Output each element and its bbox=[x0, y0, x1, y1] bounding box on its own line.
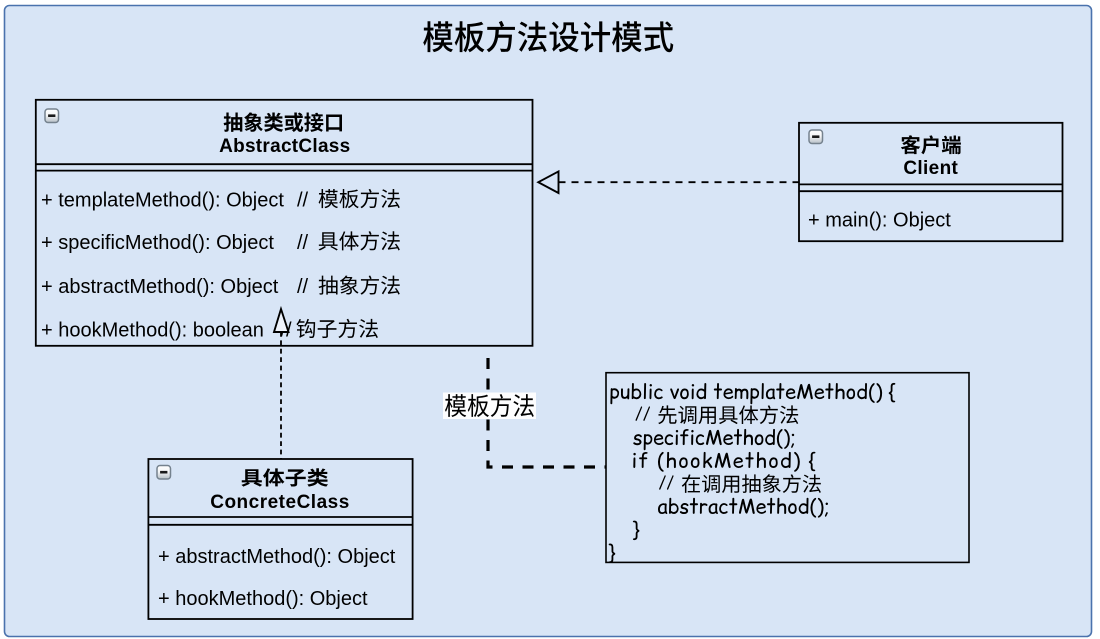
svg-text:+ main(): Object: + main(): Object bbox=[808, 209, 951, 231]
svg-text:AbstractClass: AbstractClass bbox=[219, 136, 350, 157]
svg-text:Client: Client bbox=[903, 158, 958, 179]
svg-text:+ specificMethod(): Object: + specificMethod(): Object bbox=[41, 232, 274, 254]
svg-text:+ abstractMethod(): Object: + abstractMethod(): Object bbox=[158, 546, 396, 568]
svg-text:ConcreteClass: ConcreteClass bbox=[210, 492, 350, 513]
svg-text://: // bbox=[297, 232, 309, 254]
svg-text://: // bbox=[297, 276, 309, 298]
svg-text:+ templateMethod(): Object: + templateMethod(): Object bbox=[41, 190, 284, 212]
svg-text:+ abstractMethod(): Object: + abstractMethod(): Object bbox=[41, 276, 279, 298]
svg-text:+ hookMethod(): Object: + hookMethod(): Object bbox=[158, 588, 368, 610]
svg-text://: // bbox=[297, 190, 309, 212]
svg-text:+ hookMethod(): boolean: + hookMethod(): boolean bbox=[41, 319, 264, 341]
